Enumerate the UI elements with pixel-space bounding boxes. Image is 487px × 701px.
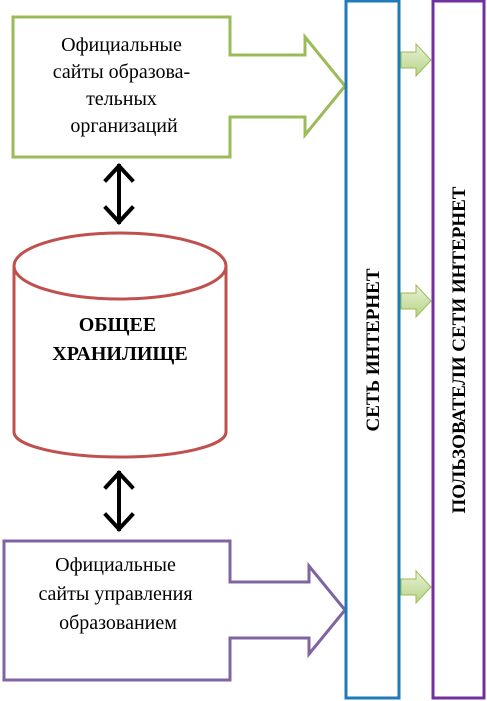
top-box-label: Официальные сайты образова- тельных орга… <box>53 34 195 137</box>
internet-column-label: СЕТЬ ИНТЕРНЕТ <box>363 268 384 431</box>
storage-label: ОБЩЕЕ ХРАНИЛИЩЕ <box>52 314 187 365</box>
small-arrow-top <box>400 42 432 78</box>
double-arrow-bottom <box>103 470 135 532</box>
bottom-box-arrow-shape <box>2 539 347 682</box>
top-box-arrow-shape <box>11 15 347 159</box>
users-column <box>431 0 486 700</box>
internet-column <box>344 0 401 700</box>
storage-cylinder <box>12 231 228 459</box>
bottom-box-label: Официальные сайты управления образование… <box>38 554 197 634</box>
small-arrow-bottom <box>400 569 432 605</box>
users-column-label: ПОЛЬЗОВАТЕЛИ СЕТИ ИНТЕРНЕТ <box>449 186 470 513</box>
double-arrow-top <box>103 163 135 225</box>
small-arrow-middle <box>400 283 432 319</box>
